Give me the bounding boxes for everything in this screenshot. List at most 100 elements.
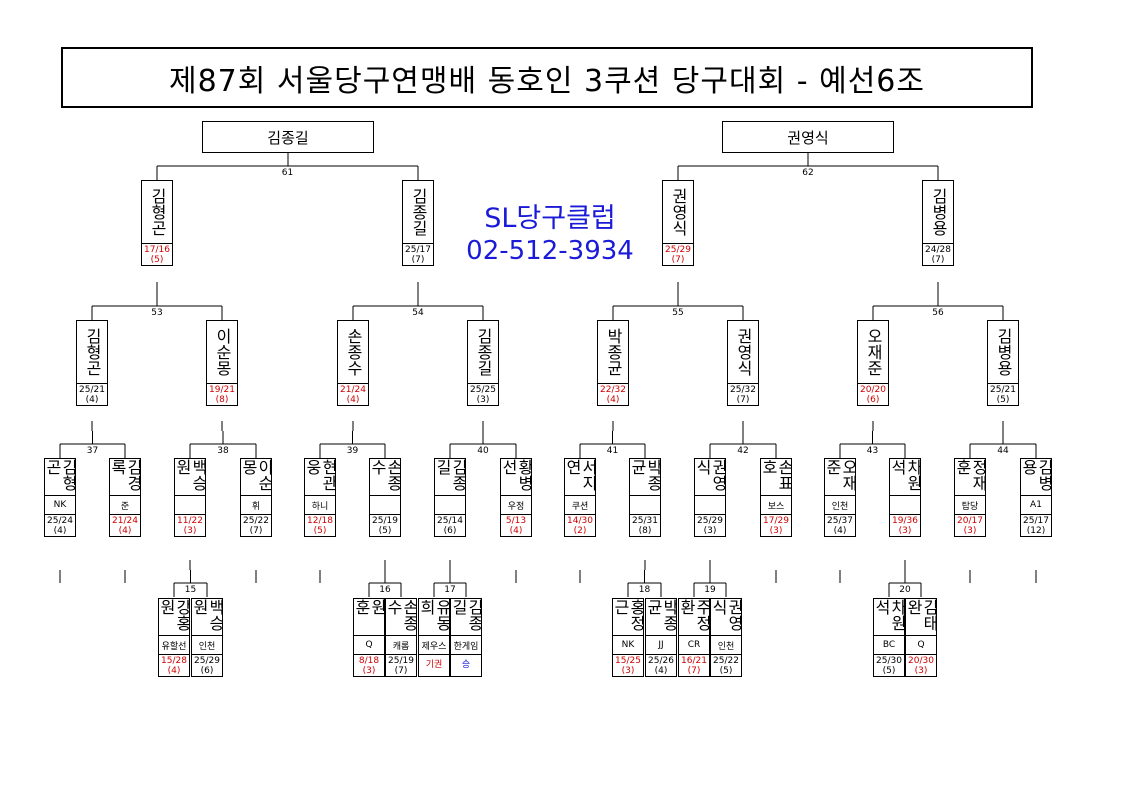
player-club [890,495,920,514]
sponsor-name: SL당구클럽 [484,203,616,234]
player-club [435,495,465,514]
player-name: 손종수 [386,599,416,631]
player-card: 이순몽 19/21(8) [206,320,238,406]
player-name: 오재준 [864,328,883,376]
player-score: 19/21(8) [207,383,237,405]
player-club: A1 [1021,495,1051,514]
player-name: 차원석 [874,599,904,631]
player-name: 김태완 [906,599,936,631]
player-score: 25/14(6) [435,514,465,536]
player-name: 김병용 [994,328,1013,376]
player-score: 25/29(6) [192,654,222,676]
player-name: 김병용 [1021,459,1051,491]
match-number: 62 [802,168,814,178]
player-name: 이순몽 [213,328,232,376]
player-score: 25/37(4) [825,514,855,536]
player-score: 8/18(3) [354,654,384,676]
player-name: 김경록 [110,459,140,491]
player-club [695,495,725,514]
player-name: 원 훈 [354,599,384,615]
match-number: 17 [444,585,456,595]
player-name: 김종길 [451,599,481,631]
match-number: 20 [899,585,911,595]
player-name: 김형곤 [148,188,167,236]
player-score: 25/19(7) [386,654,416,676]
match-number: 39 [346,446,359,456]
player-score: 17/16(5) [142,243,172,265]
player-club: 인천 [825,495,855,514]
match-number: 56 [932,308,944,318]
player-name: 손종수 [370,459,400,491]
player-score: 25/25(3) [468,383,498,405]
player-name: 유동희 [419,599,449,631]
player-name: 서지연 [565,459,595,491]
player-name: 백승원 [192,599,222,631]
player-score: 20/17(3) [955,514,985,536]
player-name: 김종길 [409,188,428,236]
player-name: 김형곤 [83,328,102,376]
match-number: 43 [866,446,879,456]
match-number: 38 [217,446,229,456]
player-name: 강홍원 [159,599,189,631]
player-club: 우정 [501,495,531,514]
player-score: 15/28(4) [159,654,189,676]
match-number: 16 [379,585,391,595]
player-score: 25/22(5) [711,654,741,676]
player-score: 24/28(7) [923,243,953,265]
match-number: 55 [672,308,684,318]
player-score: 20/30(3) [906,654,936,676]
player-score: 25/22(7) [241,514,271,536]
player-name: 권영식 [734,328,753,376]
player-score: 기권 [419,654,449,676]
player-name: 김병용 [929,188,948,236]
player-score: 승 [451,654,481,676]
player-club: 인천 [192,635,222,654]
player-club [175,495,205,514]
player-score: 11/22(3) [175,514,205,536]
player-score: 25/26(4) [646,654,676,676]
player-name: 오재준 [825,459,855,491]
player-card: 김형곤 17/16(5) [141,180,173,266]
player-club: Q [354,635,384,654]
player-score: 25/32(7) [728,383,758,405]
player-score: 25/17(7) [403,243,433,265]
player-name: 박종균 [630,459,660,491]
player-score: 5/13(4) [501,514,531,536]
player-score: 16/21(7) [679,654,709,676]
player-name: 박종균 [604,328,623,376]
player-card: 권영식 25/32(7) [727,320,759,406]
player-name: 박종균 [646,599,676,631]
player-club: 캐롬 [386,635,416,654]
player-score: 17/29(3) [761,514,791,536]
match-number: 37 [86,446,99,456]
player-name: 이순몽 [241,459,271,491]
player-score: 25/21(5) [988,383,1018,405]
player-club: 인천 [711,635,741,654]
player-score: 25/29(7) [663,243,693,265]
player-score: 19/36(3) [890,514,920,536]
player-score: 25/24(4) [45,514,75,536]
player-name: 김종길 [435,459,465,491]
player-score: 25/29(3) [695,514,725,536]
player-score: 25/17(12) [1021,514,1051,536]
player-club: CR [679,635,709,654]
